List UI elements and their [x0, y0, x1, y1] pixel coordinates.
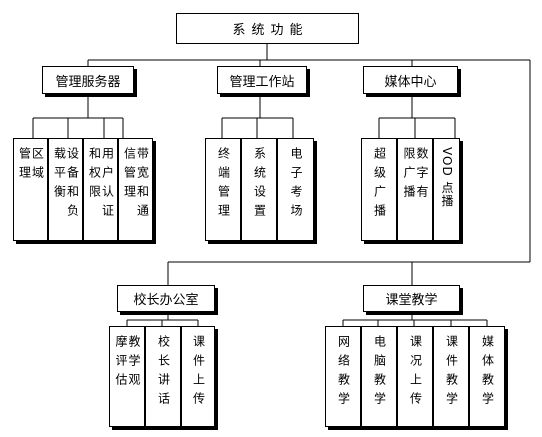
leaf-device-load-balance: 设备和负载平衡 — [48, 138, 83, 241]
leaf-class-status-upload: 课况上传 — [397, 326, 433, 427]
leaf-courseware-upload: 课件上传 — [181, 326, 215, 427]
leaf-text-column: 和权限 — [87, 147, 102, 204]
leaf-text: 区域管理 — [14, 139, 47, 185]
leaf-digital-broadcast: 数字有限广播 — [397, 138, 433, 241]
leaf-text-column: 用户认证 — [100, 147, 115, 223]
leaf-text-column: 媒体教学 — [480, 335, 495, 411]
leaf-text: 带宽和通信管理 — [119, 139, 152, 223]
leaf-network-teaching: 网络教学 — [325, 326, 361, 427]
leaf-text: 课件上传 — [182, 327, 214, 411]
leaf-text-column: 课件教学 — [444, 335, 459, 411]
leaf-text-column: 超级广播 — [372, 147, 387, 223]
leaf-text: 网络教学 — [326, 327, 360, 411]
leaf-text-column: 教学观 — [127, 335, 141, 392]
leaf-text-column: 系统设置 — [252, 147, 267, 223]
leaf-e-exam: 电子考场 — [277, 138, 314, 241]
node-label: 校长办公室 — [133, 293, 199, 308]
leaf-computer-teaching: 电脑教学 — [361, 326, 397, 427]
leaf-text: 超级广播 — [362, 139, 396, 223]
leaf-region-management: 区域管理 — [13, 138, 48, 241]
leaf-text-column: VOD 点播 — [440, 147, 454, 208]
leaf-text: 设备和负载平衡 — [49, 139, 82, 223]
leaf-text-column: 设备和负 — [65, 147, 80, 223]
node-label: 媒体中心 — [384, 74, 437, 90]
leaf-text-column: 区域 — [30, 147, 45, 185]
leaf-text: 终端管理 — [206, 139, 240, 223]
leaf-terminal-management: 终端管理 — [205, 138, 241, 241]
leaf-text-column: 课件上传 — [191, 335, 206, 411]
node-label: 管理工作站 — [229, 74, 295, 90]
leaf-teaching-observation: 教学观摩评估 — [109, 326, 145, 427]
leaf-principal-speech: 校长讲话 — [145, 326, 181, 427]
leaf-text: 媒体教学 — [470, 327, 504, 411]
node-management-server: 管理服务器 — [42, 66, 134, 94]
leaf-system-settings: 系统设置 — [241, 138, 277, 241]
node-media-center: 媒体中心 — [363, 66, 458, 94]
node-label: 管理服务器 — [55, 74, 121, 90]
node-principal-office: 校长办公室 — [117, 285, 215, 312]
leaf-text-column: 网络教学 — [336, 335, 351, 411]
leaf-text-column: 校长讲话 — [156, 335, 171, 411]
node-management-workstation: 管理工作站 — [217, 66, 307, 94]
leaf-text: 数字有限广播 — [398, 139, 432, 204]
leaf-text: 课况上传 — [398, 327, 432, 411]
leaf-text-column: 限广播 — [402, 147, 416, 204]
leaf-text-column: 载平衡 — [52, 147, 67, 204]
leaf-text-column: 数字有 — [415, 147, 429, 204]
leaf-text-column: 课况上传 — [408, 335, 423, 411]
leaf-courseware-teaching: 课件教学 — [433, 326, 469, 427]
node-classroom-teaching: 课堂教学 — [363, 285, 460, 312]
leaf-text: 系统设置 — [242, 139, 276, 223]
leaf-text: VOD 点播 — [434, 139, 459, 208]
leaf-text: 用户认证和权限 — [84, 139, 117, 223]
root-node: 系统功能 — [176, 13, 359, 44]
node-label: 课堂教学 — [385, 293, 438, 308]
leaf-vod: VOD 点播 — [433, 138, 460, 241]
leaf-bandwidth-comm: 带宽和通信管理 — [118, 138, 153, 241]
leaf-text-column: 终端管理 — [216, 147, 231, 223]
root-label: 系统功能 — [232, 23, 309, 38]
leaf-text: 课件教学 — [434, 327, 468, 411]
leaf-text-column: 电子考场 — [289, 147, 303, 223]
leaf-text: 教学观摩评估 — [110, 327, 144, 392]
leaf-text-column: 摩评估 — [114, 335, 128, 392]
leaf-text: 校长讲话 — [146, 327, 180, 411]
leaf-text-column: 管理 — [17, 147, 32, 185]
leaf-text: 电脑教学 — [362, 327, 396, 411]
leaf-media-teaching: 媒体教学 — [469, 326, 505, 427]
leaf-super-broadcast: 超级广播 — [361, 138, 397, 241]
leaf-text-column: 信管理 — [122, 147, 137, 204]
leaf-text: 电子考场 — [278, 139, 313, 223]
leaf-user-auth: 用户认证和权限 — [83, 138, 118, 241]
leaf-text-column: 带宽和通 — [135, 147, 150, 223]
leaf-text-column: 电脑教学 — [372, 335, 387, 411]
